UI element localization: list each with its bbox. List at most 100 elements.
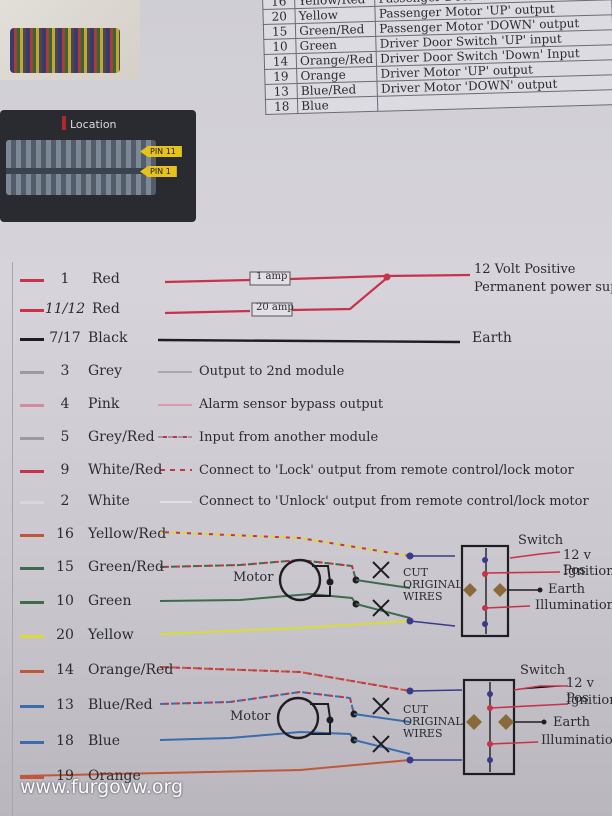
wire-tick: [20, 309, 44, 312]
fuse-1amp: [249, 271, 291, 286]
wire-tick: [20, 338, 44, 341]
wire-pin-number: 1: [60, 271, 70, 287]
wire-pin-number: 7/17: [49, 330, 81, 346]
switch-1-pos-label: 12 v Pos: [563, 548, 592, 578]
wire-description: Connect to 'Lock' output from remote con…: [199, 463, 574, 478]
wire-pin-number: 3: [60, 363, 70, 379]
wire-row: 16 Yellow/Red: [0, 526, 612, 546]
wire-blue-red-stripe: [159, 690, 355, 715]
motor-2-label: Motor: [230, 709, 271, 724]
wire-orange-red-stripe: [159, 666, 411, 692]
wire-orange: [19, 759, 411, 777]
switch-1-contacts: [463, 583, 507, 597]
original-text-2: ORIGINAL: [403, 715, 463, 728]
wire-tick: [20, 705, 44, 708]
connector-pins-image: [6, 140, 156, 195]
cut-original-wires-1: CUT ORIGINAL WIRES: [403, 567, 463, 603]
wire-tick: [20, 279, 44, 282]
wire-tick: [20, 601, 44, 604]
wire-colour-name: Orange/Red: [88, 662, 174, 678]
connector-photo: Location PIN 11 PIN 1: [0, 110, 196, 222]
cut-original-wires-2: CUT ORIGINAL WIRES: [403, 704, 463, 740]
wire-green: [159, 592, 357, 605]
wire-tick: [20, 437, 44, 440]
wire-description: Connect to 'Unlock' output from remote c…: [199, 494, 589, 509]
switch-2-illumination-label: Illumination: [541, 733, 612, 748]
wire-black-earth: [157, 338, 461, 344]
wire-blue: [159, 730, 355, 741]
wires-text-2: WIRES: [403, 727, 443, 740]
wire-row: 10 Green: [0, 593, 612, 613]
harness-wires-image: [10, 28, 120, 73]
fuse-20amp: [251, 302, 293, 317]
harness-photo: [0, 0, 140, 80]
cut-mark-1b: [372, 599, 390, 617]
wire-tick: [20, 635, 44, 638]
original-text-1: ORIGINAL: [403, 578, 463, 591]
wire-pin-number: 13: [56, 697, 74, 713]
wire-pin-number: 20: [56, 627, 74, 643]
switch-2-ignition-label: Ignition: [566, 693, 612, 708]
fuse-20amp-label: 20 amp: [256, 302, 294, 313]
wire-pin-number: 4: [60, 396, 70, 412]
wire-colour-name: Yellow/Red: [88, 526, 167, 542]
location-label: Location: [70, 118, 117, 131]
switch-1-label: Switch: [518, 533, 564, 548]
wire-row: 13 Blue/Red: [0, 697, 612, 717]
wire-colour-name: Red: [92, 271, 120, 287]
wire-pin-number: 2: [60, 493, 70, 509]
earth-label: Earth: [472, 330, 512, 346]
motor-2-icon: [276, 696, 320, 740]
watermark: www.furgovw.org: [20, 776, 184, 798]
wire-pin-number: 15: [56, 559, 74, 575]
wires-text-1: WIRES: [403, 590, 443, 603]
junction-dot: [383, 273, 391, 281]
switch-2-earth-label: Earth: [553, 715, 591, 730]
wire-colour-name: Green: [88, 593, 132, 609]
switch-1-earth-label: Earth: [548, 582, 586, 597]
wire-pin-number: 16: [56, 526, 74, 542]
wire-row: 14 Orange/Red: [0, 662, 612, 682]
wire-pin-number: 5: [60, 429, 70, 445]
wire-colour-name: Yellow: [88, 627, 134, 643]
wire-yellow-red-stripe: [159, 531, 411, 557]
cut-mark-1a: [372, 561, 390, 579]
switch-2-contacts: [466, 714, 514, 730]
pin-1-tag: PIN 1: [140, 166, 177, 177]
wire-description: Output to 2nd module: [199, 364, 345, 379]
positive-supply-label-1: 12 Volt Positive: [474, 262, 576, 277]
switch-2-label: Switch: [520, 663, 566, 678]
motor-1-label: Motor: [233, 570, 274, 585]
wire-yellow: [159, 620, 411, 635]
wire-pin-number: 10: [56, 593, 74, 609]
wire-tick: [20, 567, 44, 570]
wire-pin-number: 9: [60, 462, 70, 478]
switch-1-illumination-label: Illumination: [535, 598, 612, 613]
wire-tick: [20, 741, 44, 744]
wire-row: 20 Yellow: [0, 627, 612, 647]
cut-text-2: CUT: [403, 703, 429, 716]
wire-row: 7/17 Black: [0, 330, 612, 350]
wire-colour-name: Pink: [88, 396, 120, 412]
wire-colour-name: Blue/Red: [88, 697, 153, 713]
wire-colour-name: Black: [88, 330, 128, 346]
wire-tick: [20, 404, 44, 407]
wire-pin-number: 19: [56, 768, 74, 784]
switch-2-pos-label: 12 v Pos: [566, 676, 595, 706]
wire-colour-name: Grey: [88, 363, 123, 379]
positive-supply-label-2: Permanent power supp: [474, 280, 612, 295]
wire-colour-name: Grey/Red: [88, 429, 155, 445]
wire-tick: [20, 534, 44, 537]
wire-pin-number: 14: [56, 662, 74, 678]
wire-tick: [20, 470, 44, 473]
wire-blue-red: [159, 690, 355, 715]
